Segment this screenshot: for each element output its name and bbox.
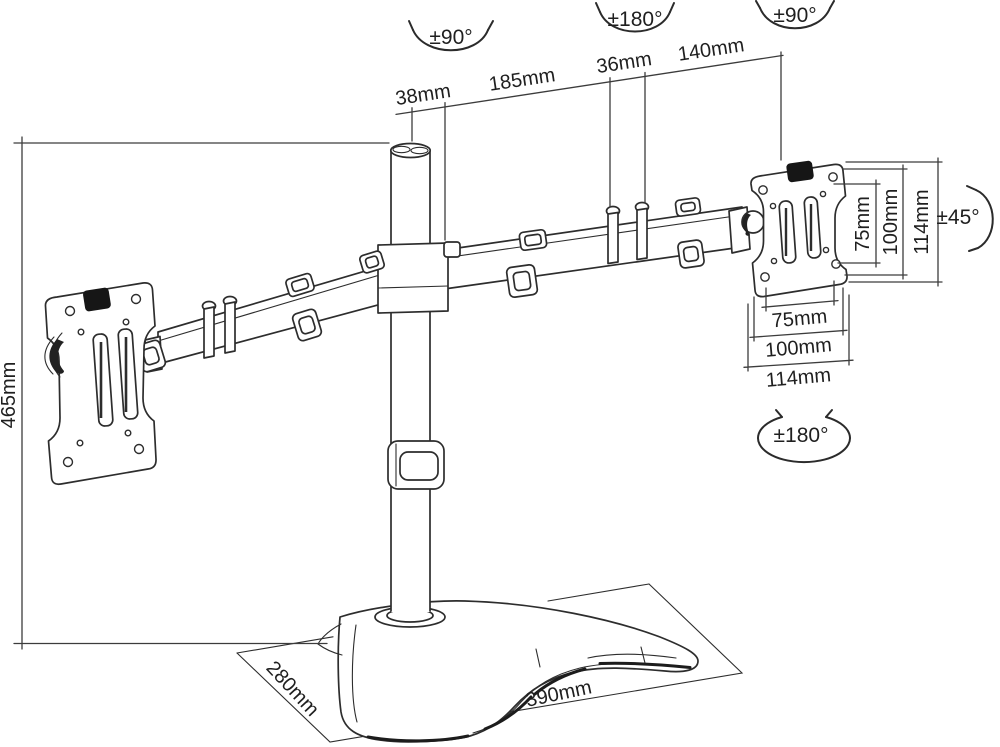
- rotation-arcs: [408, 0, 994, 464]
- dim-label-vesa-v-100: 100mm: [880, 189, 902, 256]
- rotation-label-screen-rotation: ±180°: [774, 424, 829, 447]
- vesa-slot: [92, 333, 114, 427]
- dim-label-height: 465mm: [0, 362, 20, 429]
- right-elbow-joint: [605, 201, 650, 265]
- pole-swivel-arc: [412, 29, 489, 52]
- base: [317, 600, 699, 743]
- pole-clamp: [361, 241, 461, 314]
- left-elbow-joint: [201, 295, 238, 359]
- cable-clip: [291, 308, 323, 342]
- vesa-slot: [803, 196, 822, 259]
- dim-label-pole-diameter: 38mm: [394, 80, 452, 110]
- adjustment-knob: [83, 287, 111, 312]
- adjustment-knob: [786, 160, 814, 183]
- cable-clip: [677, 239, 705, 269]
- rotation-label-tilt: ±45°: [936, 206, 979, 229]
- crossbar: [135, 197, 751, 373]
- base-footprint-outline: [236, 583, 744, 743]
- pole: [387, 142, 445, 612]
- pole-cable-clip: [387, 440, 445, 490]
- vesa-vertical-dimensions: [833, 157, 943, 287]
- dim-label-vesa-h-75: 75mm: [771, 306, 828, 333]
- dim-label-vesa-v-75: 75mm: [852, 196, 874, 252]
- right-vesa-plate: [741, 160, 848, 298]
- rotation-label-head-swivel: ±90°: [773, 4, 816, 27]
- tilt-arc: [975, 189, 994, 249]
- dim-label-vesa-h-114: 114mm: [765, 364, 832, 392]
- screen-rotation-arc: [757, 416, 851, 464]
- cable-clip: [358, 250, 386, 274]
- rotation-label-pole-swivel: ±90°: [429, 26, 472, 49]
- vesa-horizontal-dimensions: [743, 280, 854, 372]
- vesa-slot: [117, 328, 139, 420]
- rotation-label-arm-swivel: ±180°: [608, 8, 663, 31]
- cable-clip: [505, 263, 539, 299]
- cable-clip: [285, 272, 315, 298]
- top-dimension-chain: [395, 51, 784, 241]
- height-dimension: [13, 136, 390, 650]
- head-swivel-arc: [759, 7, 831, 30]
- vesa-slot: [778, 200, 797, 264]
- dim-label-elbow-to-head: 140mm: [677, 34, 746, 66]
- tilt-hinge: [742, 213, 751, 236]
- cable-clip: [674, 197, 702, 217]
- dim-label-base-depth: 280mm: [262, 657, 324, 721]
- arm-swivel-arc: [599, 11, 671, 33]
- tilt-hinge: [49, 339, 64, 374]
- left-vesa-plate: [44, 282, 157, 486]
- cable-clip: [518, 228, 548, 252]
- dim-label-vesa-h-100: 100mm: [764, 334, 832, 362]
- dim-label-vesa-v-114: 114mm: [911, 189, 933, 254]
